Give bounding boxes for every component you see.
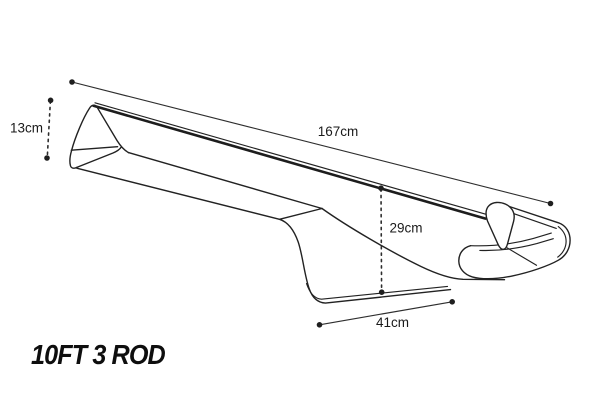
scoop-bottom-inner-edge — [305, 282, 449, 300]
top-rail-front-edge — [92, 104, 487, 220]
dimension-endpoint-dot — [44, 155, 50, 161]
dimension-line-167 — [71, 81, 552, 205]
top-rail-back-edge — [94, 102, 488, 216]
dimension-label-mid-height: 29cm — [390, 221, 423, 236]
product-title: 10FT 3 ROD — [31, 339, 166, 370]
right-block-fold-upper — [470, 232, 552, 247]
dimension-endpoint-dot — [378, 185, 384, 191]
front-upper-edge — [127, 151, 323, 210]
dimension-end-height: 13cm — [10, 97, 54, 161]
left-face-bottom-edge — [75, 146, 122, 169]
tube-top-inner-edge — [513, 213, 557, 229]
scoop-front-curve — [278, 218, 452, 304]
scoop-inner-wall-curve — [321, 207, 506, 281]
right-block-fold-lower — [479, 238, 554, 252]
dimension-base-length: 41cm — [316, 299, 456, 330]
dimension-endpoint-dot — [69, 79, 75, 85]
dimension-endpoint-dot — [316, 322, 323, 328]
dimension-endpoint-dot — [449, 299, 456, 305]
dimension-endpoint-dot — [547, 200, 554, 207]
cap-inner-wall-arc — [557, 226, 567, 258]
dip-rise-edge — [278, 207, 323, 220]
dimension-dotted-line-29 — [380, 188, 383, 293]
dimension-endpoint-dot — [47, 97, 54, 104]
dimension-label-end-height: 13cm — [10, 121, 43, 136]
rod-holder-outline — [69, 102, 571, 304]
dimension-label-base-length: 41cm — [376, 315, 409, 330]
dimension-endpoint-dot — [378, 289, 385, 296]
angled-tube-cut-face — [485, 201, 515, 250]
left-face-outline — [69, 104, 130, 169]
dimension-mid-height: 29cm — [378, 185, 423, 296]
dimension-line-41 — [318, 301, 453, 326]
left-face-fold-line — [70, 146, 119, 151]
tube-slant-edge — [506, 247, 538, 266]
dimension-dotted-line-13 — [46, 100, 52, 158]
dimension-overall-length: 167cm — [69, 79, 554, 207]
right-block-outline — [458, 205, 571, 280]
dimension-label-overall-length: 167cm — [318, 124, 359, 139]
front-lower-edge — [76, 167, 281, 220]
